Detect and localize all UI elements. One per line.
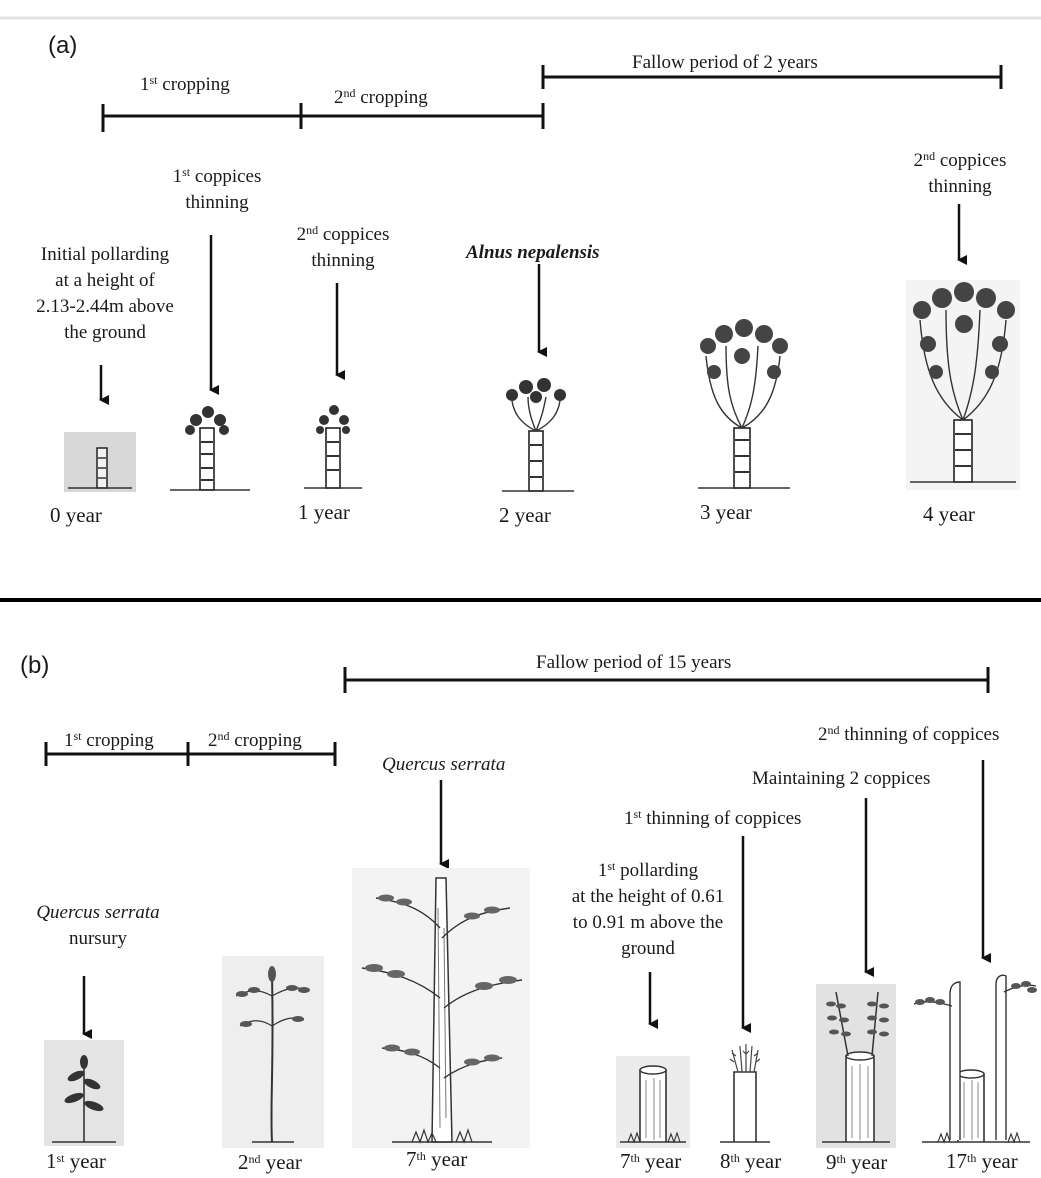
year-3: 3 year: [700, 499, 752, 525]
note-nursery: Quercus serrata nursury: [24, 900, 172, 952]
note-thin1-b: 1st thinning of coppices: [624, 806, 801, 832]
year-b-9: 9th year: [826, 1149, 887, 1175]
note-thin2-b: 2nd thinning of coppices: [818, 722, 999, 748]
year-4: 4 year: [923, 501, 975, 527]
quercus-year7-sketch: [352, 868, 530, 1148]
quercus-year17-sketch: [912, 964, 1038, 1150]
year-b-17: 17th year: [946, 1148, 1018, 1174]
year-b-2: 2nd year: [238, 1149, 302, 1175]
note-initial-pollarding: Initial pollarding at a height of 2.13-2…: [30, 242, 180, 346]
panel-a-label: (a): [48, 32, 77, 60]
quercus-thin1-sketch: [716, 1040, 774, 1148]
quercus-pollard-sketch: [616, 1056, 690, 1148]
quercus-year2-sketch: [222, 956, 324, 1148]
note-thin2-a: 2nd coppices thinning: [288, 222, 398, 274]
crop1-label-a: 1st cropping: [140, 72, 230, 98]
timeline-a: [103, 65, 1001, 132]
timeline-b: [46, 667, 988, 766]
year-b-7b: 7th year: [620, 1148, 681, 1174]
note-pollarding-b: 1st pollarding at the height of 0.61 to …: [560, 858, 736, 962]
note-thin3-a: 2nd coppices thinning: [900, 148, 1020, 200]
alnus-year1-sketch: [300, 398, 366, 492]
note-thin1-a: 1st coppices thinning: [158, 164, 276, 216]
year-b-8: 8th year: [720, 1148, 781, 1174]
alnus-year3-sketch: [694, 316, 794, 492]
year-0: 0 year: [50, 502, 102, 528]
crop2-label-b: 2nd cropping: [208, 728, 302, 754]
year-b-7a: 7th year: [406, 1146, 467, 1172]
fallow-label-a: Fallow period of 2 years: [632, 50, 818, 76]
species-alnus: Alnus nepalensis: [466, 240, 600, 266]
alnus-thin1-sketch: [168, 402, 252, 494]
panel-b-label: (b): [20, 652, 49, 680]
alnus-year4-sketch: [906, 280, 1020, 490]
quercus-nursery-sketch: [44, 1040, 124, 1146]
crop2-label-a: 2nd cropping: [334, 85, 428, 111]
crop1-label-b: 1st cropping: [64, 728, 154, 754]
alnus-year2-sketch: [500, 373, 576, 495]
species-quercus: Quercus serrata: [382, 752, 505, 778]
fallow-label-b: Fallow period of 15 years: [536, 650, 731, 676]
quercus-maintain-sketch: [816, 984, 896, 1148]
note-maintain: Maintaining 2 coppices: [752, 766, 930, 792]
arrows-a: [101, 204, 959, 400]
year-2: 2 year: [499, 502, 551, 528]
alnus-year0-sketch: [64, 432, 136, 492]
year-1: 1 year: [298, 499, 350, 525]
year-b-1: 1st year: [46, 1148, 106, 1174]
